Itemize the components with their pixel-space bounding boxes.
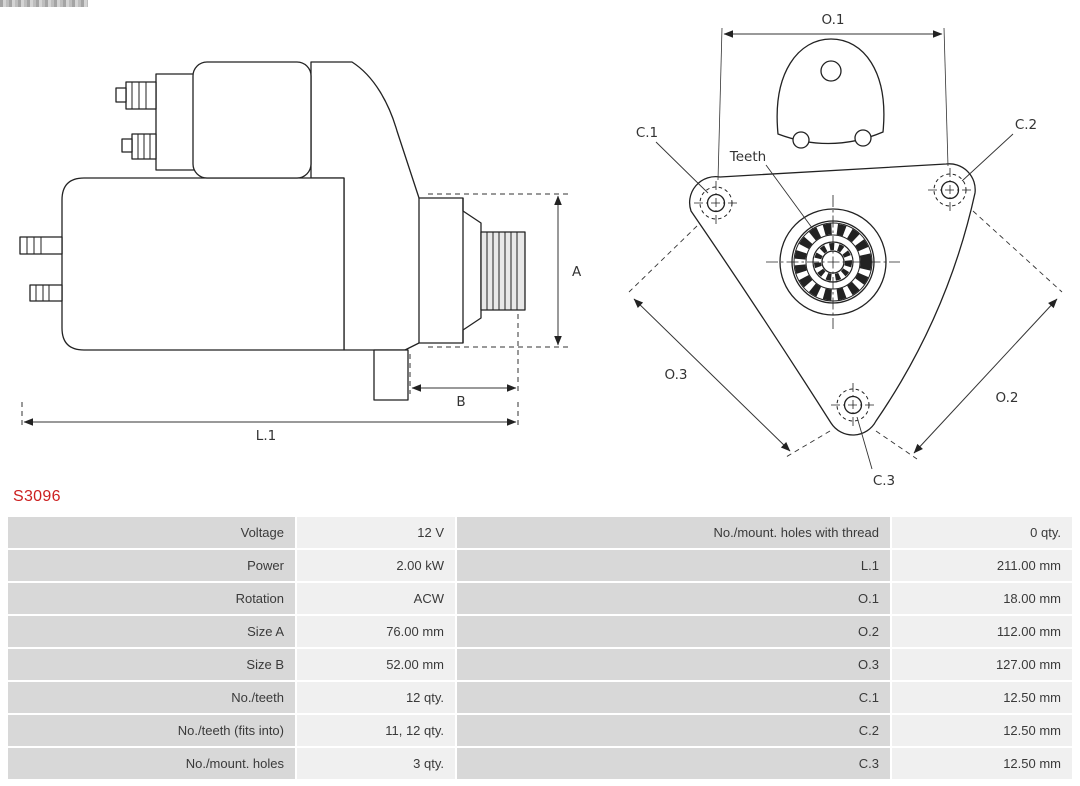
spec-value-right: 127.00 mm	[892, 649, 1072, 680]
spec-value-right: 12.50 mm	[892, 748, 1072, 779]
dim-label-o3: O.3	[665, 367, 688, 383]
spec-table: Voltage 12 V No./mount. holes with threa…	[8, 517, 1072, 779]
center-crosslines	[766, 195, 900, 329]
spec-label-right: L.1	[457, 550, 890, 581]
motor-body	[61, 177, 345, 351]
spec-value-left: 12 qty.	[297, 682, 455, 713]
side-view-labels: A B L.1	[256, 264, 582, 444]
spec-label-left: No./mount. holes	[8, 748, 295, 779]
front-view-labels: O.1 C.1 C.2 Teeth O.3 O.2 C.3	[636, 12, 1037, 489]
brand-logo	[0, 0, 88, 7]
dim-label-o1: O.1	[822, 12, 845, 28]
spec-table-row: Voltage 12 V No./mount. holes with threa…	[8, 517, 1072, 548]
dim-label-c3: C.3	[873, 473, 895, 489]
body-terminal-bolts	[19, 236, 63, 302]
spec-value-left: 3 qty.	[297, 748, 455, 779]
spec-table-row: Rotation ACW O.1 18.00 mm	[8, 583, 1072, 614]
spec-table-row: Power 2.00 kW L.1 211.00 mm	[8, 550, 1072, 581]
solenoid	[115, 61, 312, 179]
dim-label-c2: C.2	[1015, 117, 1037, 133]
front-view-dimensions	[628, 27, 1063, 470]
dim-label-l1: L.1	[256, 428, 276, 444]
side-view-group	[19, 61, 526, 401]
spec-label-right: O.3	[457, 649, 890, 680]
spec-table-row: No./teeth 12 qty. C.1 12.50 mm	[8, 682, 1072, 713]
dim-line-o3	[633, 298, 791, 452]
spec-label-left: No./teeth	[8, 682, 295, 713]
spec-table-row: No./mount. holes 3 qty. C.3 12.50 mm	[8, 748, 1072, 779]
technical-drawing: A B L.1	[0, 4, 1080, 490]
spec-value-right: 211.00 mm	[892, 550, 1072, 581]
front-view-group	[688, 38, 976, 436]
arch-hole	[820, 60, 842, 82]
starter-motor-drawing: A B L.1	[19, 12, 1063, 489]
hole-c3	[831, 383, 875, 427]
spec-label-right: C.1	[457, 682, 890, 713]
mounting-foot	[373, 349, 409, 401]
leader-teeth	[765, 164, 819, 237]
hole-c2	[928, 168, 972, 212]
dim-label-a: A	[572, 264, 582, 280]
spec-table-row: Size B 52.00 mm O.3 127.00 mm	[8, 649, 1072, 680]
spec-label-right: O.1	[457, 583, 890, 614]
spec-value-left: 76.00 mm	[297, 616, 455, 647]
part-number: S3096	[13, 488, 61, 505]
spec-label-left: Power	[8, 550, 295, 581]
spec-label-left: Size A	[8, 616, 295, 647]
spec-label-right: No./mount. holes with thread	[457, 517, 890, 548]
hole-c1	[694, 181, 738, 225]
spec-label-left: Rotation	[8, 583, 295, 614]
spec-label-left: Voltage	[8, 517, 295, 548]
dim-label-c1: C.1	[636, 125, 658, 141]
teeth-label: Teeth	[729, 149, 766, 165]
spec-label-left: No./teeth (fits into)	[8, 715, 295, 746]
spec-value-left: 52.00 mm	[297, 649, 455, 680]
leader-c3	[856, 416, 873, 470]
spec-value-right: 12.50 mm	[892, 682, 1072, 713]
mounting-holes	[694, 168, 972, 427]
flange-arch	[776, 38, 885, 145]
spec-label-right: O.2	[457, 616, 890, 647]
spec-label-right: C.2	[457, 715, 890, 746]
spec-value-right: 12.50 mm	[892, 715, 1072, 746]
spec-label-right: C.3	[457, 748, 890, 779]
dim-line-o2	[913, 298, 1058, 454]
dim-label-b: B	[456, 394, 465, 410]
leader-c1	[655, 141, 709, 194]
spec-value-right: 112.00 mm	[892, 616, 1072, 647]
spec-value-left: 12 V	[297, 517, 455, 548]
gear-teeth-ring	[794, 223, 872, 301]
spec-value-left: ACW	[297, 583, 455, 614]
spec-value-right: 0 qty.	[892, 517, 1072, 548]
spec-table-row: Size A 76.00 mm O.2 112.00 mm	[8, 616, 1072, 647]
pinion-gear	[480, 231, 526, 311]
spec-value-right: 18.00 mm	[892, 583, 1072, 614]
drive-end-housing	[310, 61, 482, 351]
dim-label-o2: O.2	[996, 390, 1019, 406]
pinion-splines	[486, 232, 518, 310]
spec-label-left: Size B	[8, 649, 295, 680]
spec-value-left: 11, 12 qty.	[297, 715, 455, 746]
side-view-dimensions	[21, 193, 568, 428]
spec-value-left: 2.00 kW	[297, 550, 455, 581]
leader-c2	[961, 133, 1014, 182]
spec-table-row: No./teeth (fits into) 11, 12 qty. C.2 12…	[8, 715, 1072, 746]
